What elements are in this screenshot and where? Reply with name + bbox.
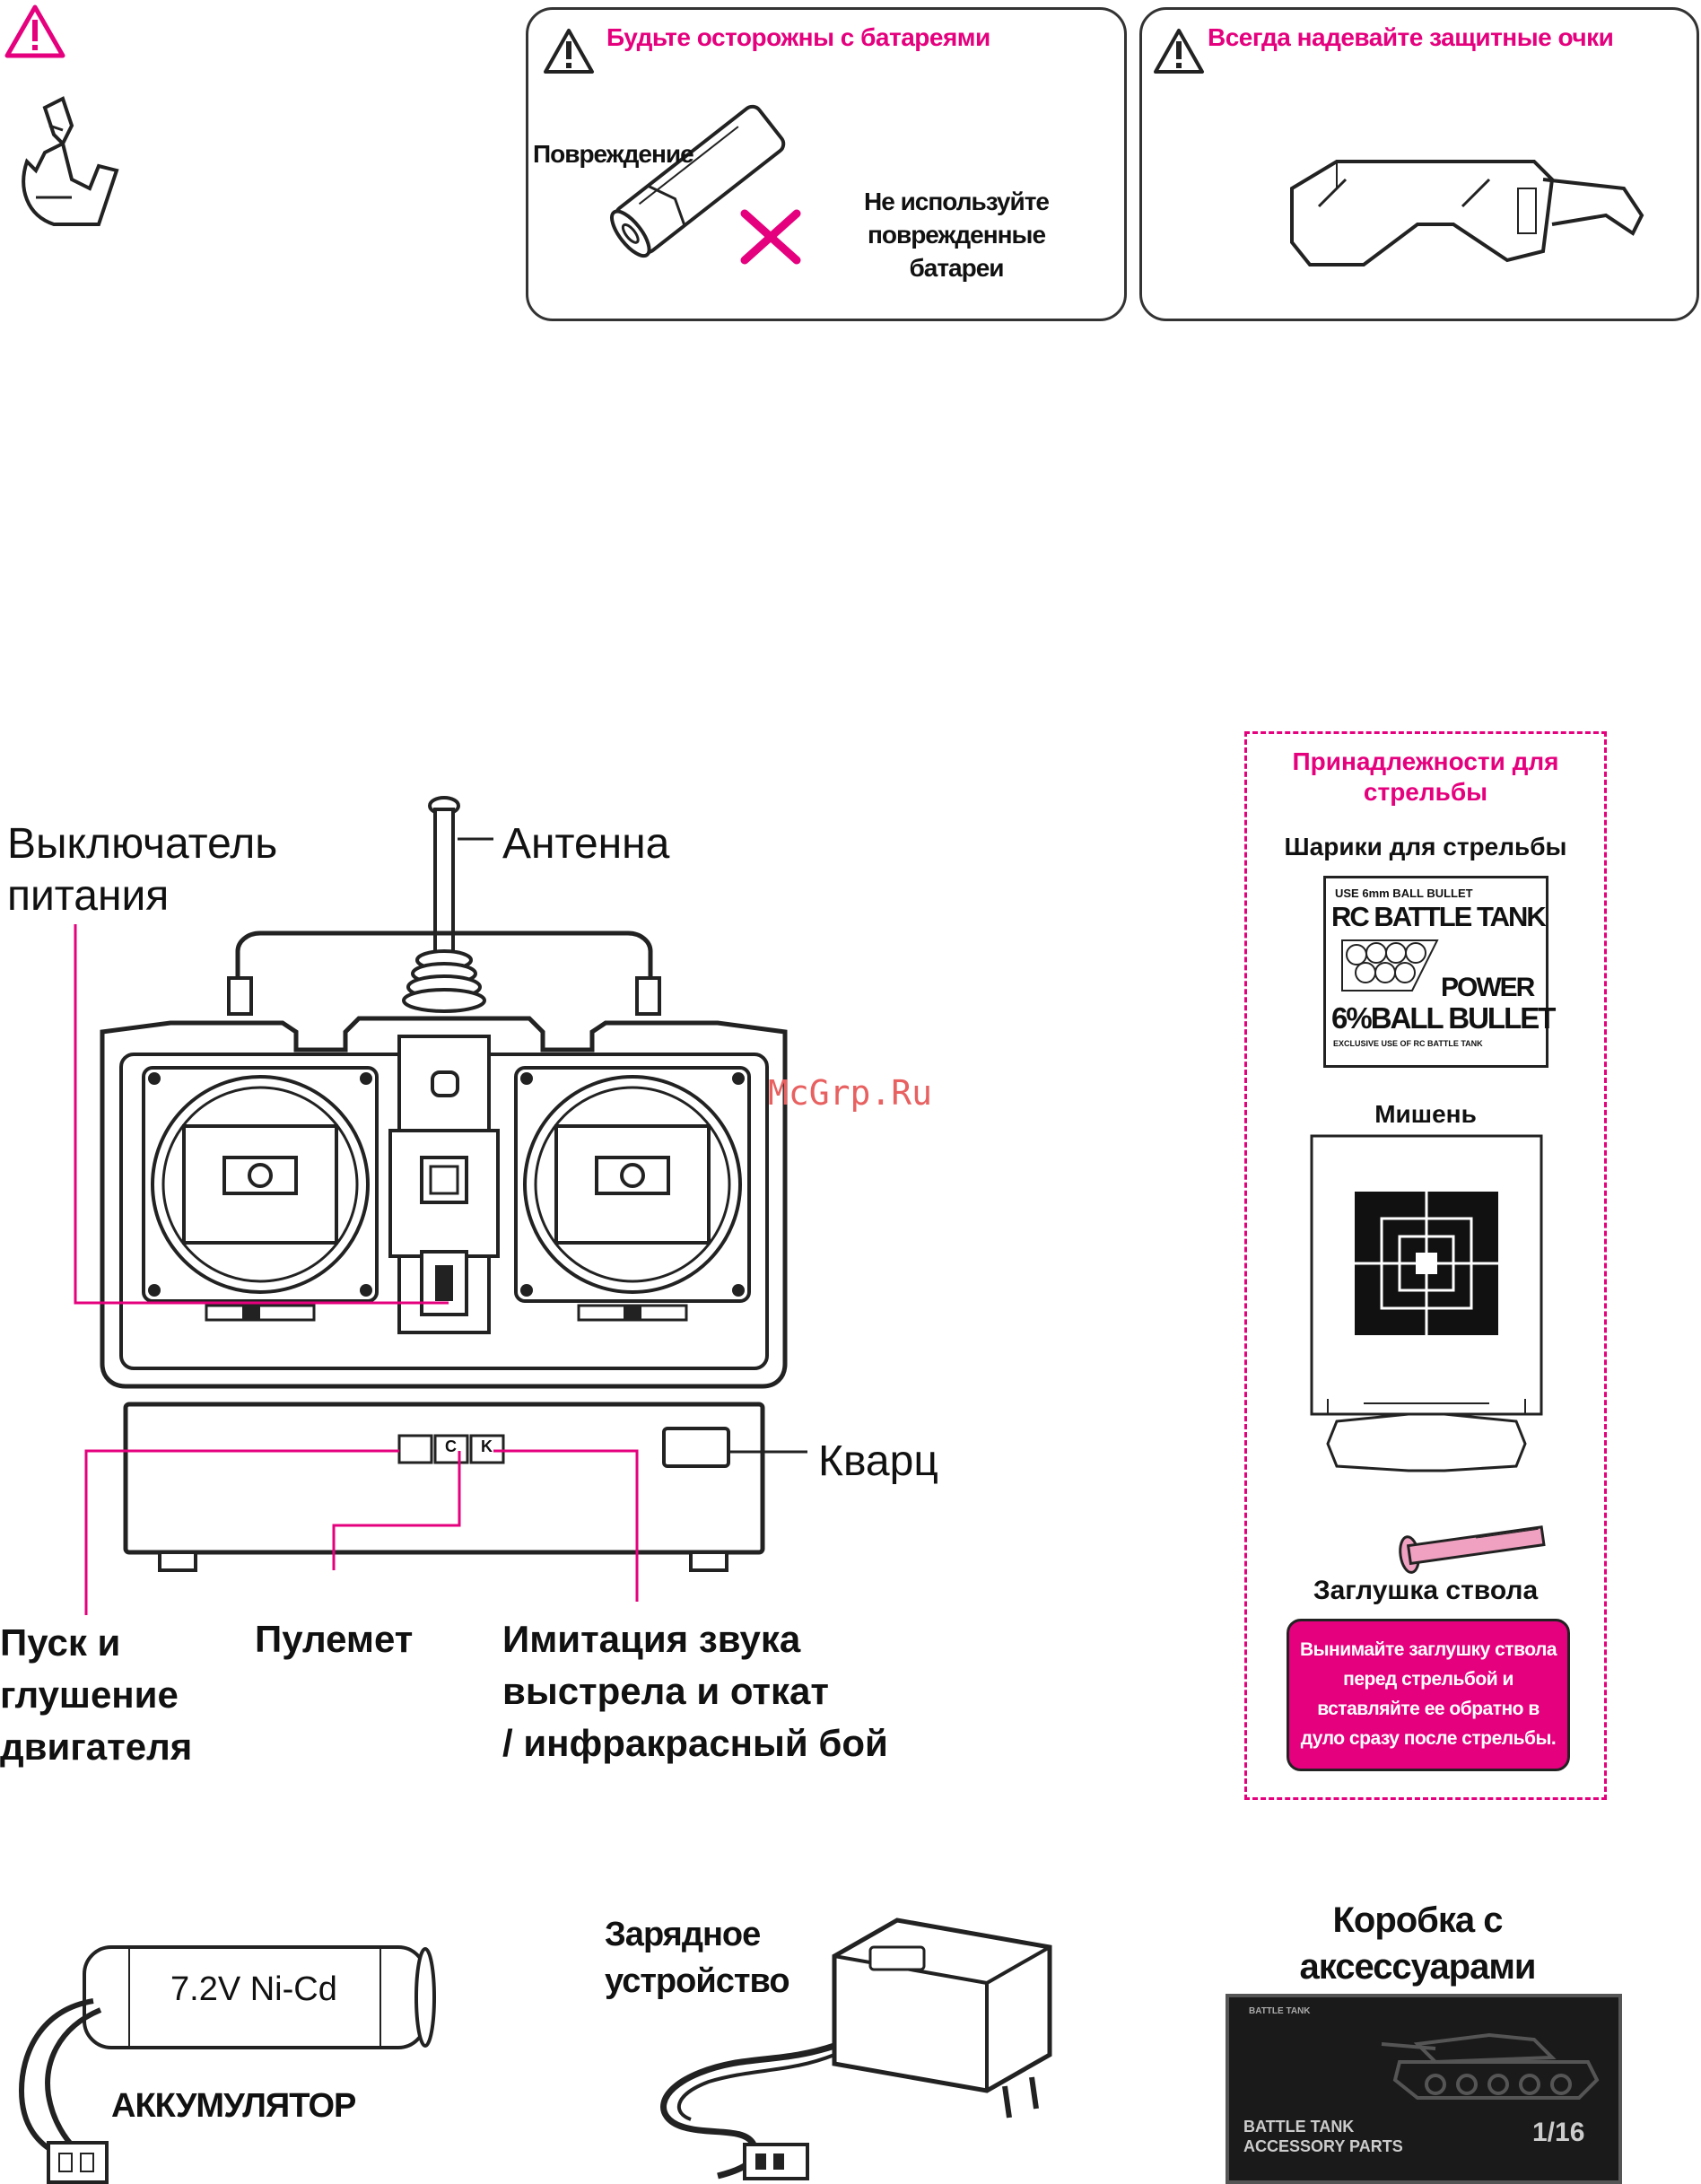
target-icon bbox=[1310, 1134, 1543, 1472]
charger-label: Зарядное устройство bbox=[605, 1916, 790, 2000]
damage-label: Повреждение bbox=[533, 140, 694, 168]
battery-marking: 7.2V Ni-Cd bbox=[170, 1970, 337, 2008]
power-switch-label: Выключатель питания bbox=[7, 820, 278, 920]
battery-warning-title: Будьте осторожны с батареями bbox=[606, 23, 990, 51]
box-scale: 1/16 bbox=[1532, 2118, 1585, 2147]
barrel-plug-icon bbox=[1399, 1525, 1546, 1574]
safety-glasses-icon bbox=[1290, 160, 1644, 266]
bullets-icon bbox=[1341, 939, 1439, 992]
machine-gun-label: Пулемет bbox=[255, 1618, 414, 1660]
battery-warning-box bbox=[526, 7, 1127, 321]
warning-triangle-icon bbox=[1154, 29, 1204, 74]
cannon-label: Имитация звука выстрела и откат / инфрак… bbox=[502, 1618, 888, 1764]
bullet-box-line2: RC BATTLE TANK bbox=[1331, 901, 1547, 932]
prohibited-cross-icon bbox=[740, 209, 801, 265]
battery-pack-icon bbox=[18, 1945, 436, 2184]
bullets-label: Шарики для стрельбы bbox=[1284, 833, 1567, 860]
shooting-accessories-panel bbox=[1244, 731, 1607, 1800]
target-label: Мишень bbox=[1374, 1100, 1477, 1128]
bullet-box-line3: POWER bbox=[1441, 973, 1535, 1002]
warning-triangle-icon bbox=[4, 4, 65, 58]
damaged-battery-icon bbox=[610, 104, 786, 258]
transmitter-illustration bbox=[100, 796, 788, 1572]
plug-label: Заглушка ствола bbox=[1313, 1576, 1539, 1605]
button-k-label: K bbox=[481, 1437, 493, 1455]
antenna-label: Антенна bbox=[502, 820, 670, 868]
battery-warning-text: Не используйте поврежденные батареи bbox=[864, 188, 1050, 282]
engine-start-label: Пуск и глушение двигателя bbox=[0, 1621, 193, 1768]
box-brand: BATTLE TANK bbox=[1249, 2006, 1311, 2016]
crystal-label: Кварц bbox=[818, 1437, 938, 1485]
button-c-label: C bbox=[445, 1437, 457, 1455]
finger-injury-icon bbox=[22, 96, 119, 226]
accessory-box-label: Коробка с аксессуарами bbox=[1299, 1900, 1536, 1987]
battery-label: АККУМУЛЯТОР bbox=[111, 2087, 356, 2125]
accessories-title: Принадлежности для стрельбы bbox=[1292, 747, 1559, 806]
watermark: McGrp.Ru bbox=[768, 1073, 933, 1113]
box-title-2: ACCESSORY PARTS bbox=[1243, 2137, 1403, 2155]
tank-silhouette-icon bbox=[1381, 2032, 1600, 2100]
warning-triangle-icon bbox=[544, 29, 594, 74]
glasses-warning-title: Всегда надевайте защитные очки bbox=[1208, 23, 1614, 51]
plug-note-box: Вынимайте заглушку ствола перед стрельбо… bbox=[1287, 1619, 1570, 1771]
box-title-1: BATTLE TANK bbox=[1243, 2118, 1355, 2136]
bullet-box-line4: 6%BALL BULLET bbox=[1331, 1001, 1556, 1035]
bullet-box-line1: USE 6mm BALL BULLET bbox=[1335, 887, 1473, 900]
charger-icon bbox=[660, 1918, 1052, 2180]
bullet-box-line5: EXCLUSIVE USE OF RC BATTLE TANK bbox=[1333, 1039, 1483, 1048]
